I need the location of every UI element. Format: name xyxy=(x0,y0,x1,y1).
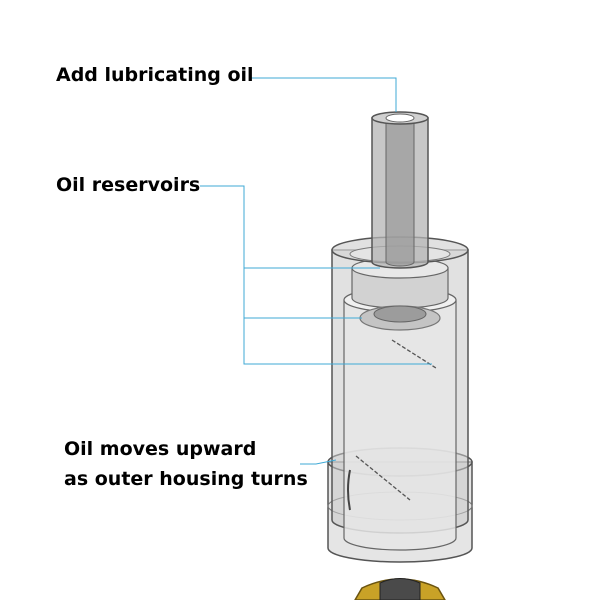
label-oil-moves-line1: Oil moves upward xyxy=(64,438,257,460)
leader-lines xyxy=(200,77,432,465)
label-oil-reservoirs: Oil reservoirs xyxy=(56,174,201,196)
helical-groove xyxy=(347,339,437,511)
leader-add-oil xyxy=(250,77,397,112)
label-oil-moves-line2: as outer housing turns xyxy=(64,468,308,490)
leader-moves xyxy=(300,459,337,465)
leader-reservoirs xyxy=(200,185,432,365)
rotating-base xyxy=(353,578,447,601)
label-add-oil: Add lubricating oil xyxy=(56,64,254,86)
oil-filler-tube xyxy=(371,111,429,269)
oil-reservoir-middle xyxy=(359,305,441,331)
